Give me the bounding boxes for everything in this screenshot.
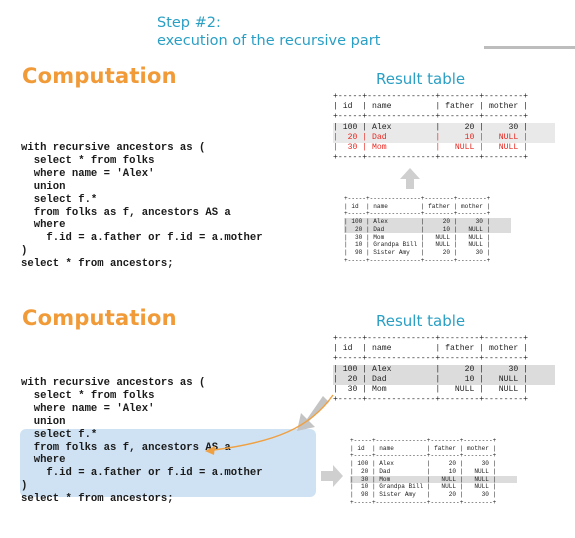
table-row: | 98 | Sister Amy | 20 | 30 | <box>344 248 491 256</box>
table-row: | 30 | Mom | NULL | NULL | <box>350 475 497 483</box>
table-row: | 20 | Dad | 10 | NULL | <box>333 374 529 384</box>
table-row: | 10 | Grandpa Bill | NULL | NULL | <box>350 483 497 491</box>
up-arrow-icon <box>400 168 420 189</box>
table-row: | 100 | Alex | 20 | 30 | <box>333 364 529 374</box>
code-recursive-part: select f.* from folks as f, ancestors AS… <box>33 428 263 480</box>
table-row: | 30 | Mom | NULL | NULL | <box>333 385 529 395</box>
table-header: | id | name | father | mother | <box>344 202 491 210</box>
table-row: | 100 | Alex | 20 | 30 | <box>350 460 497 468</box>
table-border: +-----+--------------+--------+--------+ <box>333 112 529 122</box>
table-border: +-----+--------------+--------+--------+ <box>344 210 491 218</box>
table-row: | 100 | Alex | 20 | 30 | <box>333 122 529 132</box>
table-row: | 20 | Dad | 10 | NULL | <box>350 467 497 475</box>
bottom-sql-code: with recursive ancestors as ( select * f… <box>21 377 263 506</box>
table-border: +-----+--------------+--------+--------+ <box>333 153 529 163</box>
top-sql-code: with recursive ancestors as ( select * f… <box>21 142 263 271</box>
right-arrow-icon <box>321 465 343 487</box>
bottom-result-ascii: +-----+--------------+--------+--------+… <box>333 334 528 405</box>
row-highlight <box>333 122 555 143</box>
table-header: | id | name | father | mother | <box>333 344 529 354</box>
top-result-title: Result table <box>376 70 466 88</box>
table-row: | 98 | Sister Amy | 20 | 30 | <box>350 490 497 498</box>
bottom-result-table: +-----+--------------+--------+--------+… <box>333 334 555 405</box>
top-result-table: +-----+--------------+--------+--------+… <box>333 92 555 163</box>
table-row-new: | 30 | Mom | NULL | NULL | <box>333 143 529 153</box>
top-folks-ascii: +-----+--------------+--------+--------+… <box>344 195 490 264</box>
code-final: ) select * from ancestors; <box>21 480 174 506</box>
bottom-folks-table: +-----+--------------+--------+--------+… <box>350 437 517 506</box>
bottom-heading: Computation <box>22 306 177 330</box>
recursive-part-highlight <box>20 429 316 497</box>
table-border: +-----+--------------+--------+--------+ <box>333 395 529 405</box>
table-border: +-----+--------------+--------+--------+ <box>344 256 491 264</box>
step-title: Step #2: execution of the recursive part <box>157 14 380 50</box>
row-highlight <box>350 475 517 484</box>
table-border: +-----+--------------+--------+--------+ <box>350 437 497 444</box>
table-row-new: | 20 | Dad | 10 | NULL | <box>333 132 529 142</box>
table-border: +-----+--------------+--------+--------+ <box>333 92 529 101</box>
top-heading: Computation <box>22 64 177 88</box>
table-border: +-----+--------------+--------+--------+ <box>344 195 491 202</box>
curved-arrow-icon <box>213 394 334 451</box>
curved-arrow-head-icon <box>205 446 215 455</box>
table-border: +-----+--------------+--------+--------+ <box>333 354 529 364</box>
bottom-result-title: Result table <box>376 312 466 330</box>
top-folks-table: +-----+--------------+--------+--------+… <box>344 195 511 264</box>
bottom-folks-ascii: +-----+--------------+--------+--------+… <box>350 437 496 506</box>
code-anchor: with recursive ancestors as ( select * f… <box>21 377 206 428</box>
table-row: | 10 | Grandpa Bill | NULL | NULL | <box>344 241 491 249</box>
row-highlight <box>333 364 555 385</box>
table-border: +-----+--------------+--------+--------+ <box>350 452 497 460</box>
diagonal-arrow-icon <box>297 396 329 431</box>
row-highlight <box>344 218 511 234</box>
table-row: | 20 | Dad | 10 | NULL | <box>344 225 491 233</box>
step-description: execution of the recursive part <box>157 33 381 49</box>
table-header: | id | name | father | mother | <box>333 102 529 112</box>
table-row: | 100 | Alex | 20 | 30 | <box>344 218 491 226</box>
table-border: +-----+--------------+--------+--------+ <box>350 498 497 506</box>
step-number: Step #2: <box>157 15 221 31</box>
table-header: | id | name | father | mother | <box>350 444 497 452</box>
table-border: +-----+--------------+--------+--------+ <box>333 334 529 343</box>
top-result-ascii: +-----+--------------+--------+--------+… <box>333 92 528 163</box>
decorative-bar <box>484 46 575 49</box>
table-row: | 30 | Mom | NULL | NULL | <box>344 233 491 241</box>
